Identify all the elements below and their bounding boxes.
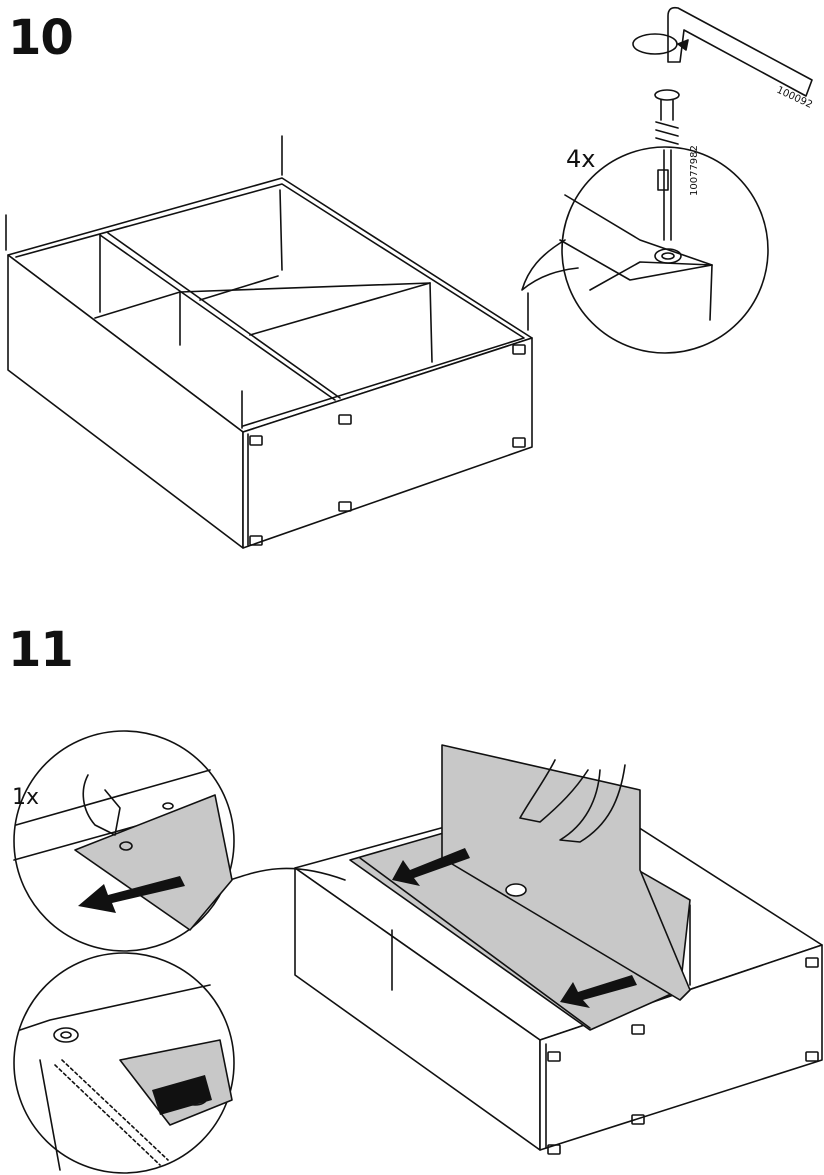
screw-part-number: 10077982 xyxy=(689,145,700,196)
quantity-label-1x: 1x xyxy=(12,785,39,810)
step-10-detail-callout xyxy=(522,8,812,353)
step-10-drawer-frame xyxy=(6,136,532,548)
step-11-detail-callout-bottom xyxy=(14,953,234,1173)
quantity-label-4x: 4x xyxy=(566,145,595,173)
